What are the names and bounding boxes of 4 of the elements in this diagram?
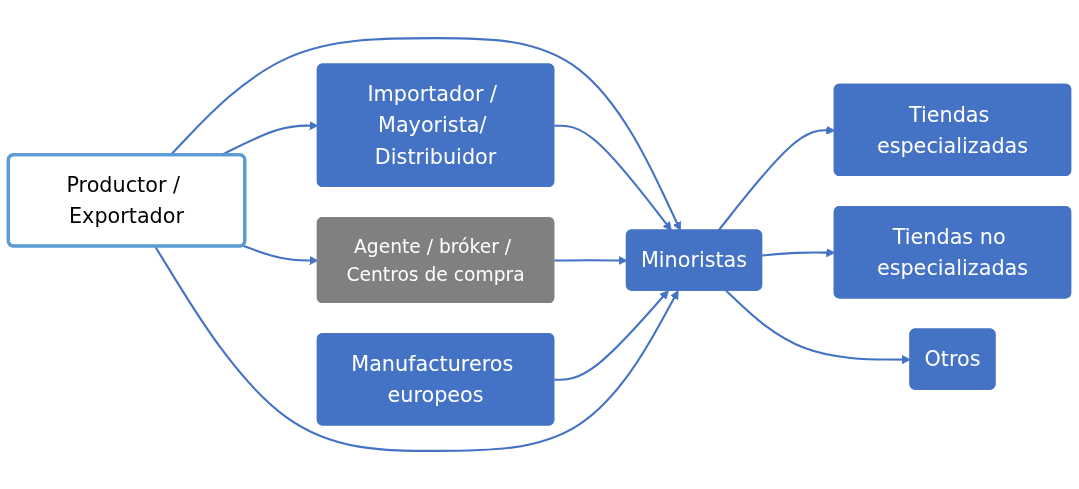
arrow <box>554 124 672 231</box>
arrow <box>169 37 682 231</box>
arrow <box>154 246 679 452</box>
arrow <box>554 290 669 381</box>
